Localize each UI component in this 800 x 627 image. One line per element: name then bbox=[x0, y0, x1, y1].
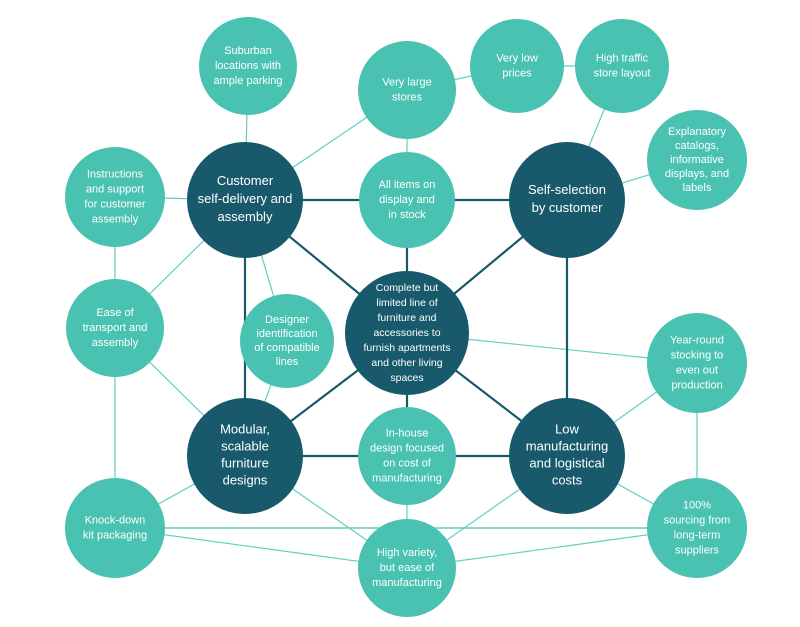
node-circle bbox=[509, 398, 625, 514]
node-circle bbox=[65, 147, 165, 247]
node-circle bbox=[240, 294, 334, 388]
node-circle bbox=[358, 407, 456, 505]
node-circle bbox=[345, 271, 469, 395]
node-circle bbox=[647, 313, 747, 413]
node-circle bbox=[470, 19, 564, 113]
node-circle bbox=[199, 17, 297, 115]
node-circle bbox=[647, 478, 747, 578]
node-circle bbox=[66, 279, 164, 377]
node-circle bbox=[359, 152, 455, 248]
node-circle bbox=[575, 19, 669, 113]
node-circle bbox=[509, 142, 625, 258]
node-circle bbox=[65, 478, 165, 578]
node-circle bbox=[358, 519, 456, 617]
node-circle bbox=[187, 142, 303, 258]
node-circle bbox=[187, 398, 303, 514]
node-circle bbox=[358, 41, 456, 139]
node-circle bbox=[647, 110, 747, 210]
